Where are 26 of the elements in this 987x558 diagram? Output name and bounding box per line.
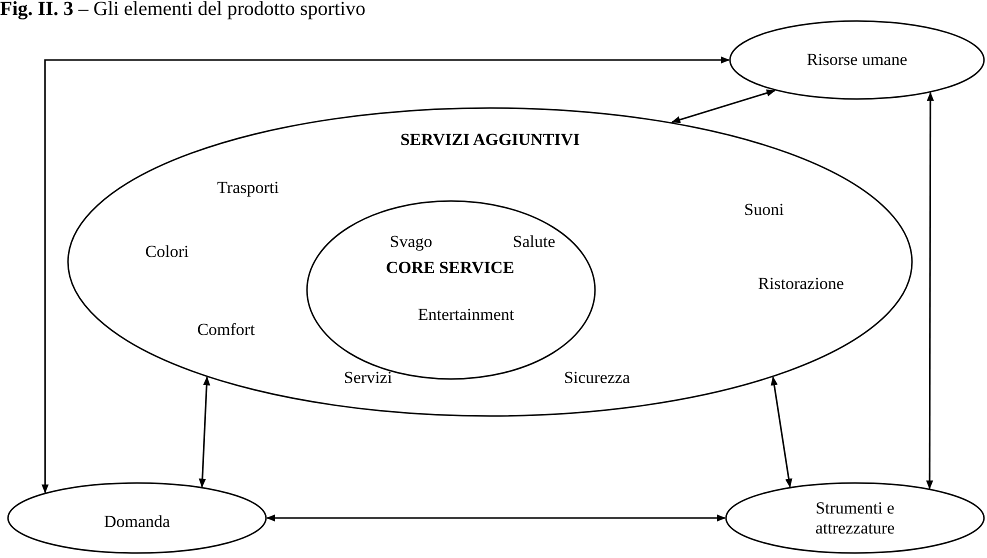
tools-ellipse [725, 482, 985, 554]
node-label: Ristorazione [758, 274, 844, 294]
node-label: Sicurezza [564, 368, 630, 388]
double-arrow [770, 376, 792, 488]
double-arrow [42, 56, 730, 494]
node-label: Strumenti e attrezzature [814, 498, 896, 538]
double-arrow [671, 90, 776, 124]
node-label: Comfort [197, 320, 255, 340]
services-ellipse [67, 107, 913, 417]
resource-ellipse [729, 20, 985, 100]
figure-title: Fig. II. 3 – Gli elementi del prodotto sportivo [0, 0, 366, 21]
double-arrow [266, 514, 726, 522]
double-arrow [198, 376, 210, 488]
node-label: Risorse umane [806, 50, 908, 70]
node-label: Servizi [344, 368, 392, 388]
node-label: Domanda [104, 512, 170, 532]
node-label: Suoni [744, 200, 784, 220]
node-label: Entertainment [418, 305, 514, 325]
heading-text: SERVIZI AGGIUNTIVI [400, 130, 580, 150]
node-label: Svago [390, 232, 432, 252]
double-arrow [926, 92, 934, 490]
node-label: Colori [145, 242, 189, 262]
demand-ellipse [7, 482, 267, 554]
heading-text: CORE SERVICE [386, 258, 514, 278]
node-label: Trasporti [217, 178, 279, 198]
node-label: Salute [512, 232, 556, 252]
